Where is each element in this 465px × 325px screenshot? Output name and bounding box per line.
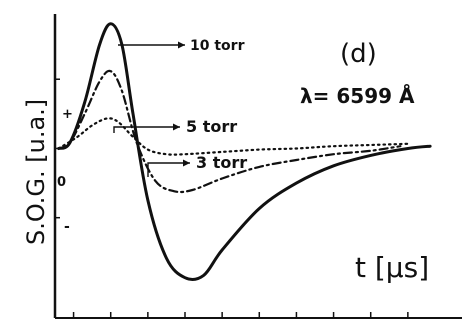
- series-label: 3 torr: [196, 153, 247, 172]
- series-label: 5 torr: [186, 117, 237, 136]
- series-line-3-torr: [57, 117, 409, 156]
- series-label: 10 torr: [190, 38, 245, 54]
- leader-line: [147, 162, 190, 177]
- wavelength-label: λ= 6599 Å: [300, 84, 415, 108]
- leader-line: [113, 126, 180, 133]
- annotations: 10 torr 5 torr 3 torr: [113, 38, 247, 177]
- leader-arrow: [173, 123, 180, 131]
- x-axis-label: t [μs]: [355, 251, 429, 284]
- minus-label: -: [64, 219, 70, 235]
- leader-arrow: [183, 159, 190, 167]
- origin-label: 0: [57, 175, 66, 190]
- y-axis-label: S.O.G. [u.a.]: [22, 99, 50, 245]
- series-group: [57, 22, 432, 281]
- plus-label: +: [62, 107, 73, 122]
- series-line-10-torr: [57, 22, 432, 281]
- leader-arrow: [178, 41, 185, 49]
- panel-label: (d): [340, 39, 377, 69]
- series-line-5-torr: [57, 69, 402, 194]
